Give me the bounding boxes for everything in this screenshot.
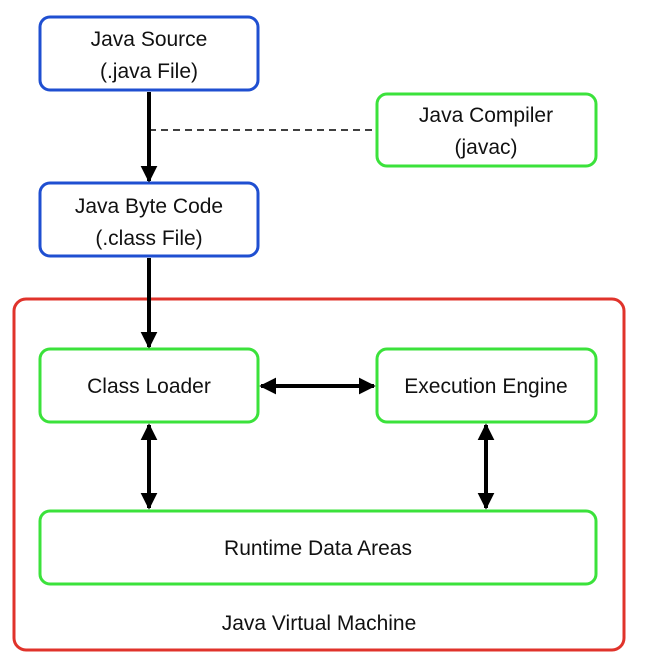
- java-source-node: Java Source (.java File): [38, 15, 260, 92]
- java-compiler-node: Java Compiler (javac): [375, 92, 598, 168]
- jvm-container: [12, 297, 626, 652]
- execution-engine-label: Execution Engine: [404, 375, 567, 398]
- java-byte-code-node: Java Byte Code (.class File): [38, 181, 260, 258]
- java-compiler-title: Java Compiler: [419, 104, 553, 127]
- class-loader-label: Class Loader: [87, 375, 211, 398]
- execution-engine-node: Execution Engine: [375, 347, 598, 424]
- jvm-label: Java Virtual Machine: [222, 612, 417, 635]
- java-byte-code-title: Java Byte Code: [75, 195, 223, 218]
- java-source-title: Java Source: [91, 28, 208, 51]
- java-compiler-subtitle: (javac): [454, 136, 517, 159]
- class-loader-node: Class Loader: [38, 347, 260, 424]
- runtime-data-areas-label: Runtime Data Areas: [224, 537, 412, 560]
- java-byte-code-subtitle: (.class File): [95, 227, 202, 250]
- runtime-data-areas-node: Runtime Data Areas: [38, 509, 598, 586]
- java-source-subtitle: (.java File): [100, 60, 198, 83]
